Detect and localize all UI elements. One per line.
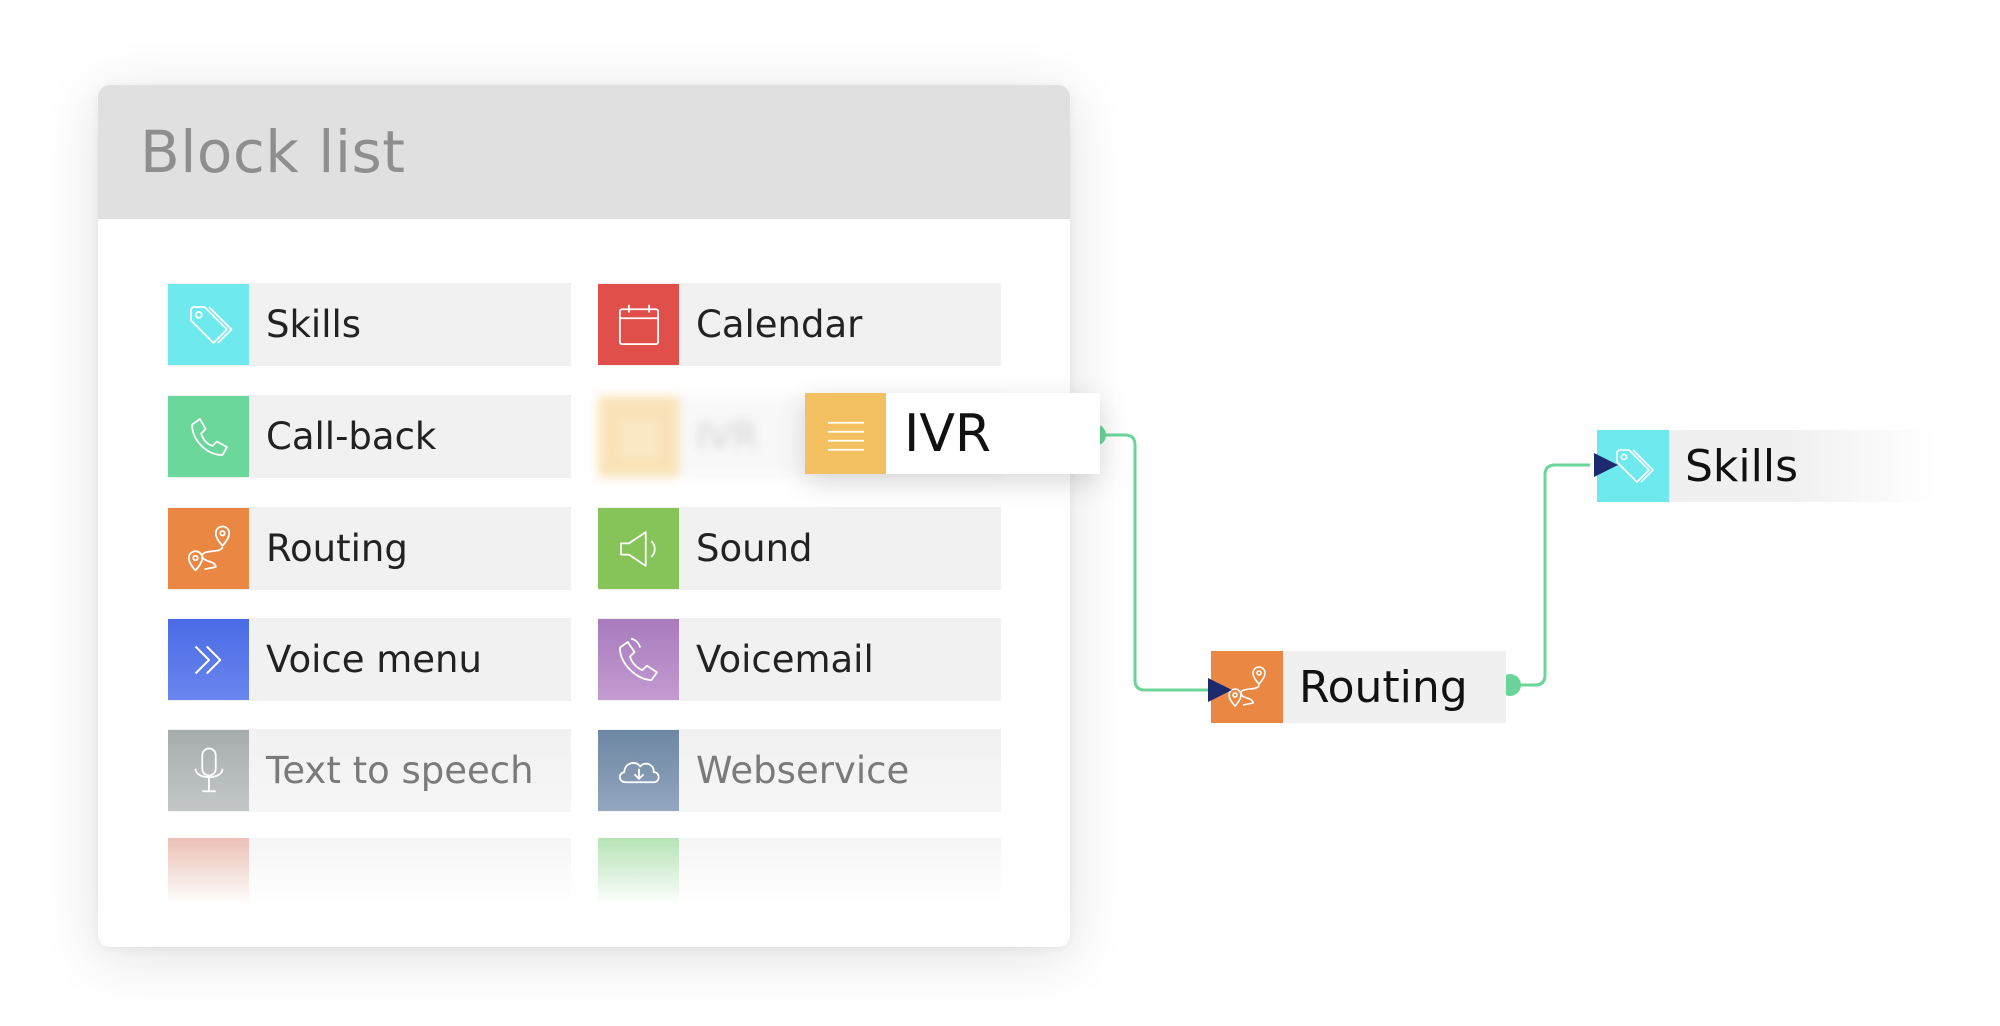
block-list-panel: Block list Skills Calendar [98, 85, 1070, 947]
microphone-icon [168, 730, 249, 811]
speaker-icon [598, 508, 679, 589]
block-label: Sound [696, 527, 813, 570]
route-icon [168, 508, 249, 589]
block-voicemail[interactable]: Voicemail [598, 618, 1001, 701]
dragged-ivr-block[interactable]: IVR [805, 393, 1100, 474]
block-routing[interactable]: Routing [168, 507, 571, 590]
faded-icon-stub [598, 838, 679, 904]
list-icon [805, 393, 886, 474]
block-label: IVR [696, 415, 758, 458]
faded-block-row-item [598, 838, 1001, 904]
connector-routing-to-skills [1510, 463, 1590, 687]
block-label: Skills [266, 303, 362, 346]
block-label: Routing [1299, 661, 1468, 713]
panel-header: Block list [98, 85, 1070, 219]
block-call-back[interactable]: Call-back [168, 395, 571, 478]
faded-icon-stub [168, 838, 249, 904]
tag-icon [1597, 430, 1669, 502]
tag-icon [168, 284, 249, 365]
block-label: Routing [266, 527, 408, 570]
canvas-node-skills[interactable]: Skills [1597, 430, 1937, 502]
phone-icon [168, 396, 249, 477]
block-label: Voice menu [266, 638, 482, 681]
faded-block-row-item [168, 838, 571, 904]
block-sound[interactable]: Sound [598, 507, 1001, 590]
panel-title: Block list [140, 118, 406, 186]
connector-ivr-to-routing [1095, 433, 1210, 692]
calendar-icon [598, 284, 679, 365]
cloud-download-icon [598, 730, 679, 811]
canvas-node-routing[interactable]: Routing [1211, 651, 1506, 723]
block-label: Skills [1685, 440, 1799, 492]
block-label: Webservice [696, 749, 910, 792]
block-label: Calendar [696, 303, 863, 346]
block-text-to-speech[interactable]: Text to speech [168, 729, 571, 812]
block-calendar[interactable]: Calendar [598, 283, 1001, 366]
list-icon [598, 396, 679, 477]
block-webservice[interactable]: Webservice [598, 729, 1001, 812]
block-label: Call-back [266, 415, 437, 458]
chevrons-right-icon [168, 619, 249, 700]
voicemail-phone-icon [598, 619, 679, 700]
block-voice-menu[interactable]: Voice menu [168, 618, 571, 701]
block-label: Text to speech [266, 749, 534, 792]
block-label: Voicemail [696, 638, 874, 681]
block-label: IVR [904, 403, 992, 464]
block-skills[interactable]: Skills [168, 283, 571, 366]
route-icon [1211, 651, 1283, 723]
